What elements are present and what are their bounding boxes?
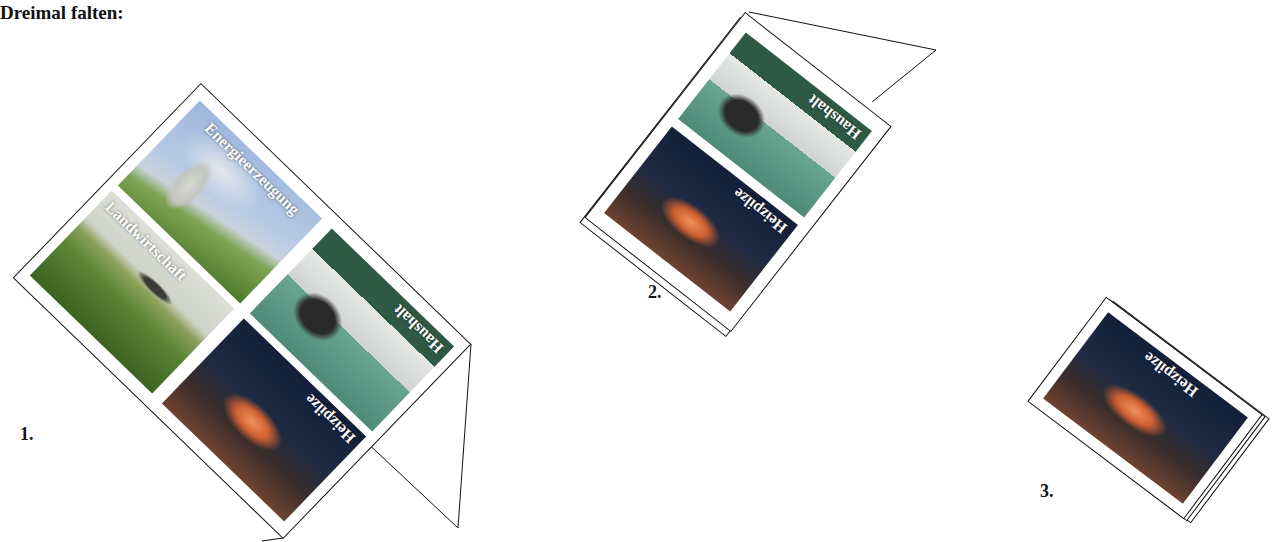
photo-panel: Heizpilze	[1043, 312, 1248, 504]
step-number: 2.	[648, 282, 662, 303]
paper-sheet	[1028, 297, 1262, 518]
panel-caption: Haushalt	[732, 34, 870, 147]
diagram-title: Dreimal falten:	[0, 2, 124, 24]
step-number: 3.	[1040, 481, 1054, 502]
sheet-outline	[1028, 297, 1262, 518]
panel-caption: Heizpilze	[1094, 315, 1245, 435]
panel-caption: Energieerzeugung	[184, 102, 319, 234]
step-number: 1.	[20, 424, 34, 445]
sheet-outline	[13, 84, 470, 539]
fold-edge	[262, 538, 283, 541]
panel-caption: Haushalt	[316, 230, 451, 362]
paper-sheet	[585, 13, 891, 332]
paper-sheet	[13, 84, 470, 539]
sheet-outline	[585, 13, 891, 332]
